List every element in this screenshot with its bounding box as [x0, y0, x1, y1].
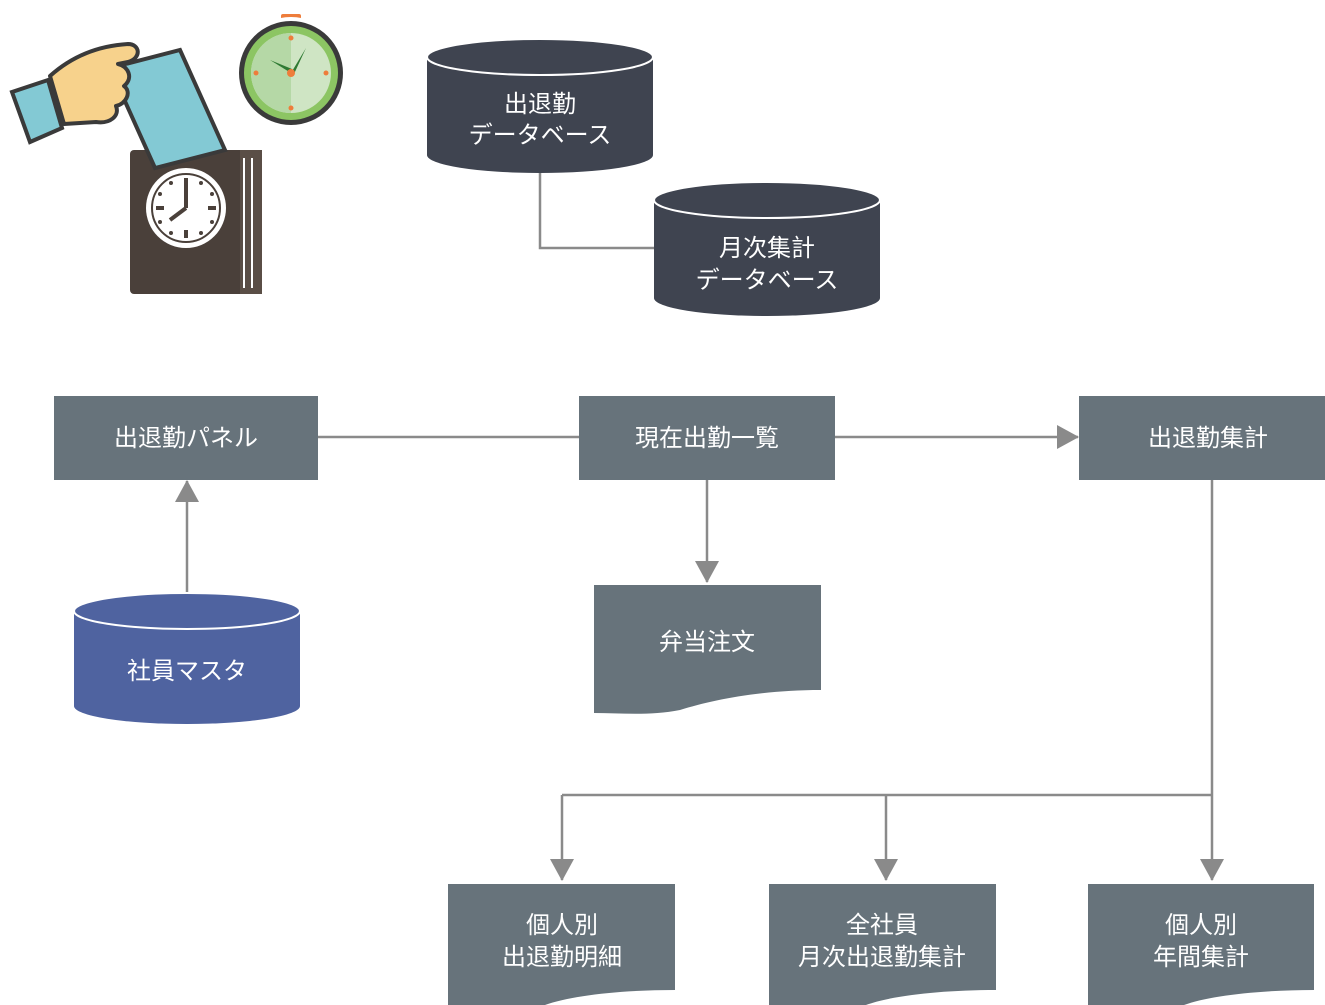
attendance-db-label-2: データベース: [469, 121, 612, 149]
svg-text:個人別: 個人別: [1165, 911, 1237, 939]
employee-master-label: 社員マスタ: [127, 657, 247, 685]
individual-detail-label-2: 出退勤明細: [502, 943, 622, 971]
monthly-db-label-1: 月次集計: [719, 234, 815, 262]
connectors: [175, 173, 1224, 881]
svg-text:月次出退勤集計: 月次出退勤集計: [798, 943, 966, 971]
attendance-database: 出退勤 データベース: [426, 38, 654, 173]
current-list-label: 現在出勤一覧: [635, 424, 779, 452]
svg-text:出退勤: 出退勤: [504, 90, 576, 118]
time-clock-punch-icon: [9, 42, 262, 294]
monthly-db-label-2: データベース: [696, 266, 839, 294]
individual-attendance-detail-document: 個人別 出退勤明細: [448, 884, 675, 1005]
stopwatch-icon: [235, 14, 347, 129]
all-monthly-label-1: 全社員: [846, 911, 918, 939]
lunch-order-document: 弁当注文: [594, 585, 821, 714]
svg-text:社員マスタ: 社員マスタ: [127, 657, 247, 685]
attendance-summary-process: 出退勤集計: [1079, 396, 1325, 480]
employee-master-database: 社員マスタ: [73, 592, 301, 724]
lunch-order-label: 弁当注文: [659, 628, 755, 656]
svg-text:データベース: データベース: [696, 266, 839, 294]
svg-text:個人別: 個人別: [526, 911, 598, 939]
attendance-panel-process: 出退勤パネル: [54, 396, 318, 480]
svg-text:年間集計: 年間集計: [1153, 943, 1249, 971]
svg-text:月次集計: 月次集計: [719, 234, 815, 262]
attendance-panel-label: 出退勤パネル: [114, 424, 258, 452]
attendance-db-label-1: 出退勤: [504, 90, 576, 118]
current-attendance-list-process: 現在出勤一覧: [579, 396, 835, 480]
all-employee-monthly-document: 全社員 月次出退勤集計: [769, 884, 996, 1005]
individual-annual-label-2: 年間集計: [1153, 943, 1249, 971]
individual-annual-label-1: 個人別: [1165, 911, 1237, 939]
individual-detail-label-1: 個人別: [526, 911, 598, 939]
attendance-summary-label: 出退勤集計: [1148, 424, 1268, 452]
svg-text:データベース: データベース: [469, 121, 612, 149]
individual-annual-document: 個人別 年間集計: [1088, 884, 1314, 1005]
all-monthly-label-2: 月次出退勤集計: [798, 943, 966, 971]
svg-text:出退勤明細: 出退勤明細: [502, 943, 622, 971]
svg-text:全社員: 全社員: [846, 911, 918, 939]
monthly-database: 月次集計 データベース: [653, 181, 881, 316]
